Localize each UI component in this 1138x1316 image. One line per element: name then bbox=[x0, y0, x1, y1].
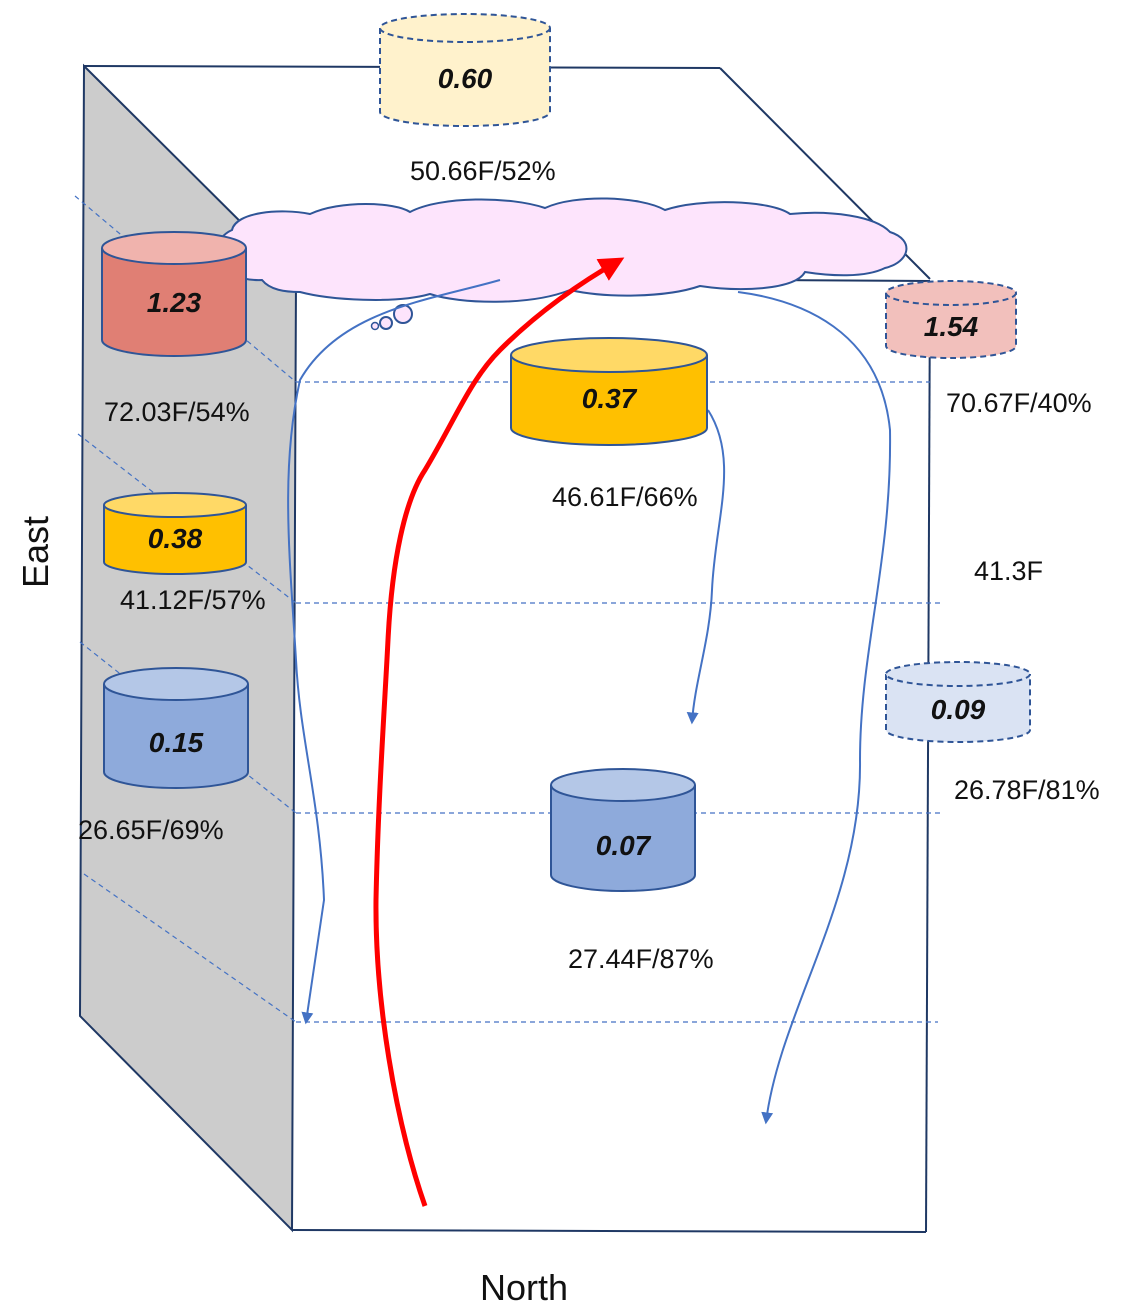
cylinder-west-lower-value: 0.15 bbox=[149, 727, 204, 758]
cylinder-west-upper-value: 1.23 bbox=[147, 287, 202, 318]
flow-east bbox=[737, 291, 892, 1125]
air-flow-lines bbox=[287, 279, 892, 1125]
axis-label-north: North bbox=[480, 1267, 568, 1308]
top-cylinder: 0.60 bbox=[379, 13, 551, 127]
axis-label-east: East bbox=[15, 516, 56, 588]
label-west-upper: 72.03F/54% bbox=[104, 397, 250, 427]
label-east-middle: 41.3F bbox=[974, 556, 1043, 586]
cylinder-west-middle-value: 0.38 bbox=[148, 523, 203, 554]
label-top: 50.66F/52% bbox=[410, 156, 556, 186]
cylinder-west-upper: 1.23 bbox=[101, 231, 247, 357]
flow-west bbox=[287, 279, 501, 1025]
cylinder-east-upper: 1.54 bbox=[885, 280, 1017, 359]
cloud bbox=[216, 197, 908, 331]
label-center-lower: 27.44F/87% bbox=[568, 944, 714, 974]
hot-air-flow bbox=[373, 257, 625, 1207]
label-east-upper: 70.67F/40% bbox=[946, 388, 1092, 418]
cylinder-west-lower: 0.15 bbox=[103, 667, 249, 789]
cylinder-center-upper-value: 0.37 bbox=[582, 383, 638, 414]
cylinder-west-middle: 0.38 bbox=[103, 492, 247, 575]
flow-center bbox=[686, 409, 726, 725]
top-cylinder-value: 0.60 bbox=[438, 63, 493, 94]
cylinder-center-lower: 0.07 bbox=[550, 768, 696, 892]
cylinder-east-lower: 0.09 bbox=[885, 661, 1031, 743]
label-west-middle: 41.12F/57% bbox=[120, 585, 266, 615]
cylinder-center-lower-value: 0.07 bbox=[596, 830, 652, 861]
cylinder-east-upper-value: 1.54 bbox=[924, 311, 979, 342]
label-west-lower: 26.65F/69% bbox=[78, 815, 224, 845]
label-east-lower: 26.78F/81% bbox=[954, 775, 1100, 805]
label-center-upper: 46.61F/66% bbox=[552, 482, 698, 512]
cylinder-east-lower-value: 0.09 bbox=[931, 694, 986, 725]
cylinder-center-upper: 0.37 bbox=[510, 337, 708, 446]
